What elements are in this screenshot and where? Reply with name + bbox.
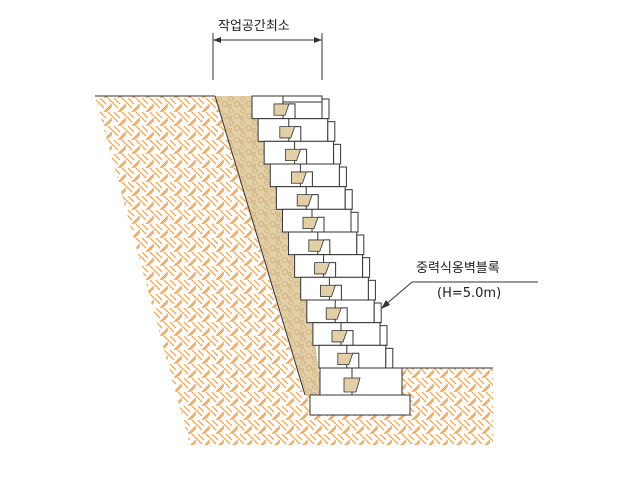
cap-block [282, 95, 323, 103]
work-space-label: 작업공간최소 [218, 19, 290, 34]
block-core-fill [331, 330, 348, 343]
block-shear-key [294, 126, 302, 142]
block-front-lip [362, 257, 371, 278]
backfill-zone [215, 96, 322, 395]
block-front-lip [385, 347, 394, 369]
block-shear-key [352, 352, 360, 368]
wall-block [318, 344, 387, 369]
block-core-fill [296, 194, 313, 207]
block-core-fill [285, 148, 302, 162]
block-front-lip [338, 166, 347, 188]
block-front-lip [373, 302, 382, 324]
block-front-lip [379, 325, 388, 346]
block-core-fill [325, 307, 342, 320]
block-front-lip [367, 279, 376, 301]
block-core-fill [314, 262, 331, 275]
block-core-fill [308, 239, 325, 252]
block-shear-key [347, 330, 354, 346]
block-core-fill [273, 103, 290, 116]
soil-hatch-left [95, 96, 305, 445]
dimension-arrow-left [213, 37, 221, 43]
base-core-fill [343, 377, 361, 393]
block-core-fill [302, 216, 319, 230]
wall-block [312, 322, 381, 346]
block-shear-key [300, 148, 308, 164]
block-front-lip [321, 98, 330, 120]
block-shear-key [323, 239, 331, 255]
gravity-block-stack [251, 95, 411, 416]
wall-block [306, 299, 375, 324]
block-shear-key [341, 307, 348, 323]
block-shear-key [329, 262, 337, 278]
block-core-fill [290, 171, 307, 184]
block-front-lip [344, 189, 353, 210]
block-shear-key [335, 284, 342, 300]
block-front-lip [356, 234, 365, 256]
cut-slope-line [214, 95, 306, 396]
base-block [319, 367, 403, 396]
block-core-fill [337, 352, 354, 366]
block-front-lip [350, 211, 359, 233]
block-shear-key [289, 103, 296, 119]
block-shear-key [318, 216, 325, 232]
block-front-lip [333, 143, 342, 165]
leader-line [383, 281, 413, 307]
leveling-pad [309, 394, 411, 416]
block-name-label: 중력식옹벽블록 [416, 261, 500, 276]
block-shear-key [312, 194, 319, 210]
block-front-lip [327, 121, 336, 142]
block-shear-key [306, 171, 313, 187]
block-core-fill [279, 126, 296, 139]
block-core-fill [319, 284, 336, 298]
leader-arrow [381, 300, 390, 309]
wall-height-label: (H=5.0m) [437, 286, 502, 301]
dimension-arrow-right [314, 37, 322, 43]
